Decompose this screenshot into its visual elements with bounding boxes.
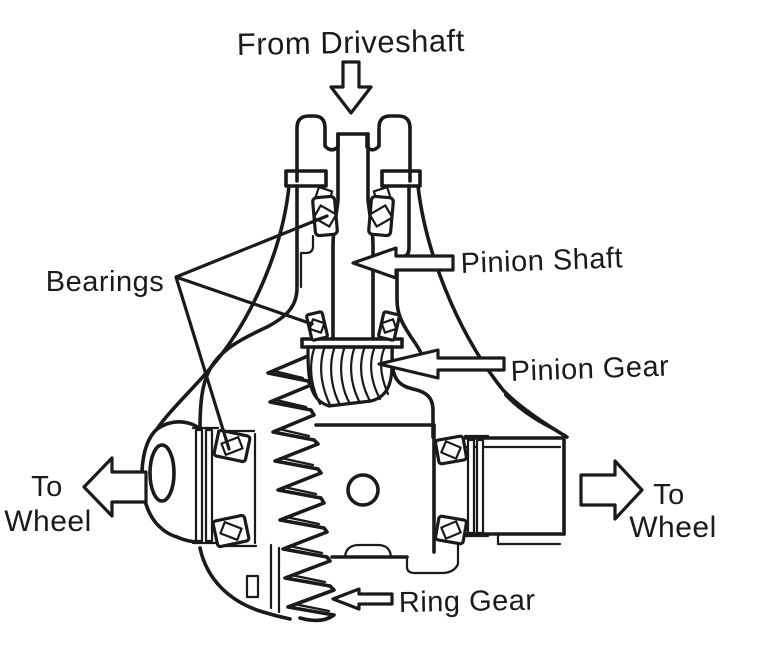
case-bottom-bump: [343, 543, 393, 559]
carrier-bearing-left-bottom: [211, 513, 251, 549]
pinion-shaft-left-edge: [331, 132, 340, 341]
case-bottom-step: [405, 543, 460, 575]
pinion-washer-bar: [300, 337, 404, 349]
right-shim-1: [466, 438, 476, 535]
yoke-flange-left: [284, 169, 328, 188]
left-tube-top-edge: [155, 420, 203, 433]
right-shim-2: [475, 438, 485, 535]
label-ring-gear: Ring Gear: [399, 585, 536, 619]
right-axle-tube: [463, 433, 566, 546]
to-wheel-right-arrow: [579, 459, 644, 521]
pinion-bearing-lower-right: [377, 310, 401, 342]
to-wheel-left-arrow: [82, 456, 148, 518]
left-tube-opening: [148, 443, 176, 503]
yoke-right-ear: [365, 114, 412, 183]
right-shim-caps: [463, 434, 490, 538]
pinion-bearing-upper-right: [367, 194, 395, 238]
left-shim-caps: [191, 426, 220, 545]
ring-gear-arrow: [331, 587, 394, 611]
label-to-wheel-left-line1: To: [31, 471, 63, 503]
housing-inner-left-step: [299, 234, 315, 289]
label-to-wheel-right-line1: To: [653, 479, 685, 511]
ring-gear-teeth: [266, 354, 336, 623]
driveshaft-down-arrow: [329, 60, 373, 115]
bearings-pointer-lines: [174, 214, 329, 451]
left-tube-outline: [140, 427, 201, 544]
label-pinion-gear: Pinion Gear: [510, 350, 670, 388]
housing-outer-right-edge: [416, 184, 569, 439]
pinion-shaft-and-yoke: [284, 114, 422, 341]
bearings-group: [211, 194, 468, 549]
ring-gear-plate-lines: [269, 543, 281, 614]
label-to-wheel-left-line2: Wheel: [4, 505, 92, 538]
label-bearings: Bearings: [46, 266, 164, 298]
pinion-shaft-arrow: [351, 246, 455, 280]
yoke-flange-right: [380, 169, 422, 188]
ring-gear: [266, 354, 336, 623]
label-from-driveshaft: From Driveshaft: [237, 23, 466, 62]
carrier-bearing-right-top: [434, 434, 468, 466]
right-tube-bottom-step: [496, 532, 562, 546]
housing-right-inner-curve: [503, 393, 563, 435]
housing-bottom-left-curve: [198, 546, 292, 621]
label-to-wheel-right-line2: Wheel: [629, 511, 717, 544]
housing-inner-left-wall: [198, 184, 299, 432]
housing-outer-left-edge: [155, 184, 291, 431]
carrier-bearing-right-bottom: [434, 514, 468, 546]
carrier-bearing-left-top: [212, 428, 252, 464]
pinion-gear: [300, 337, 404, 408]
yoke-left-ear: [295, 114, 340, 183]
pinion-shaft-right-edge: [366, 132, 375, 341]
pinion-gear-arrow: [377, 348, 506, 380]
ring-gear-tooth-faces: [272, 369, 331, 613]
pinion-gear-spiral-teeth: [310, 347, 390, 407]
case-window-hole: [346, 473, 380, 507]
left-shim-1: [194, 428, 204, 543]
left-shim-2: [204, 428, 214, 543]
pinion-bearing-lower-left: [305, 310, 329, 342]
left-axle-tube: [140, 420, 292, 621]
left-bottom-detail: [245, 574, 260, 599]
label-pinion-shaft: Pinion Shaft: [460, 242, 623, 280]
differential-case: [314, 423, 460, 575]
